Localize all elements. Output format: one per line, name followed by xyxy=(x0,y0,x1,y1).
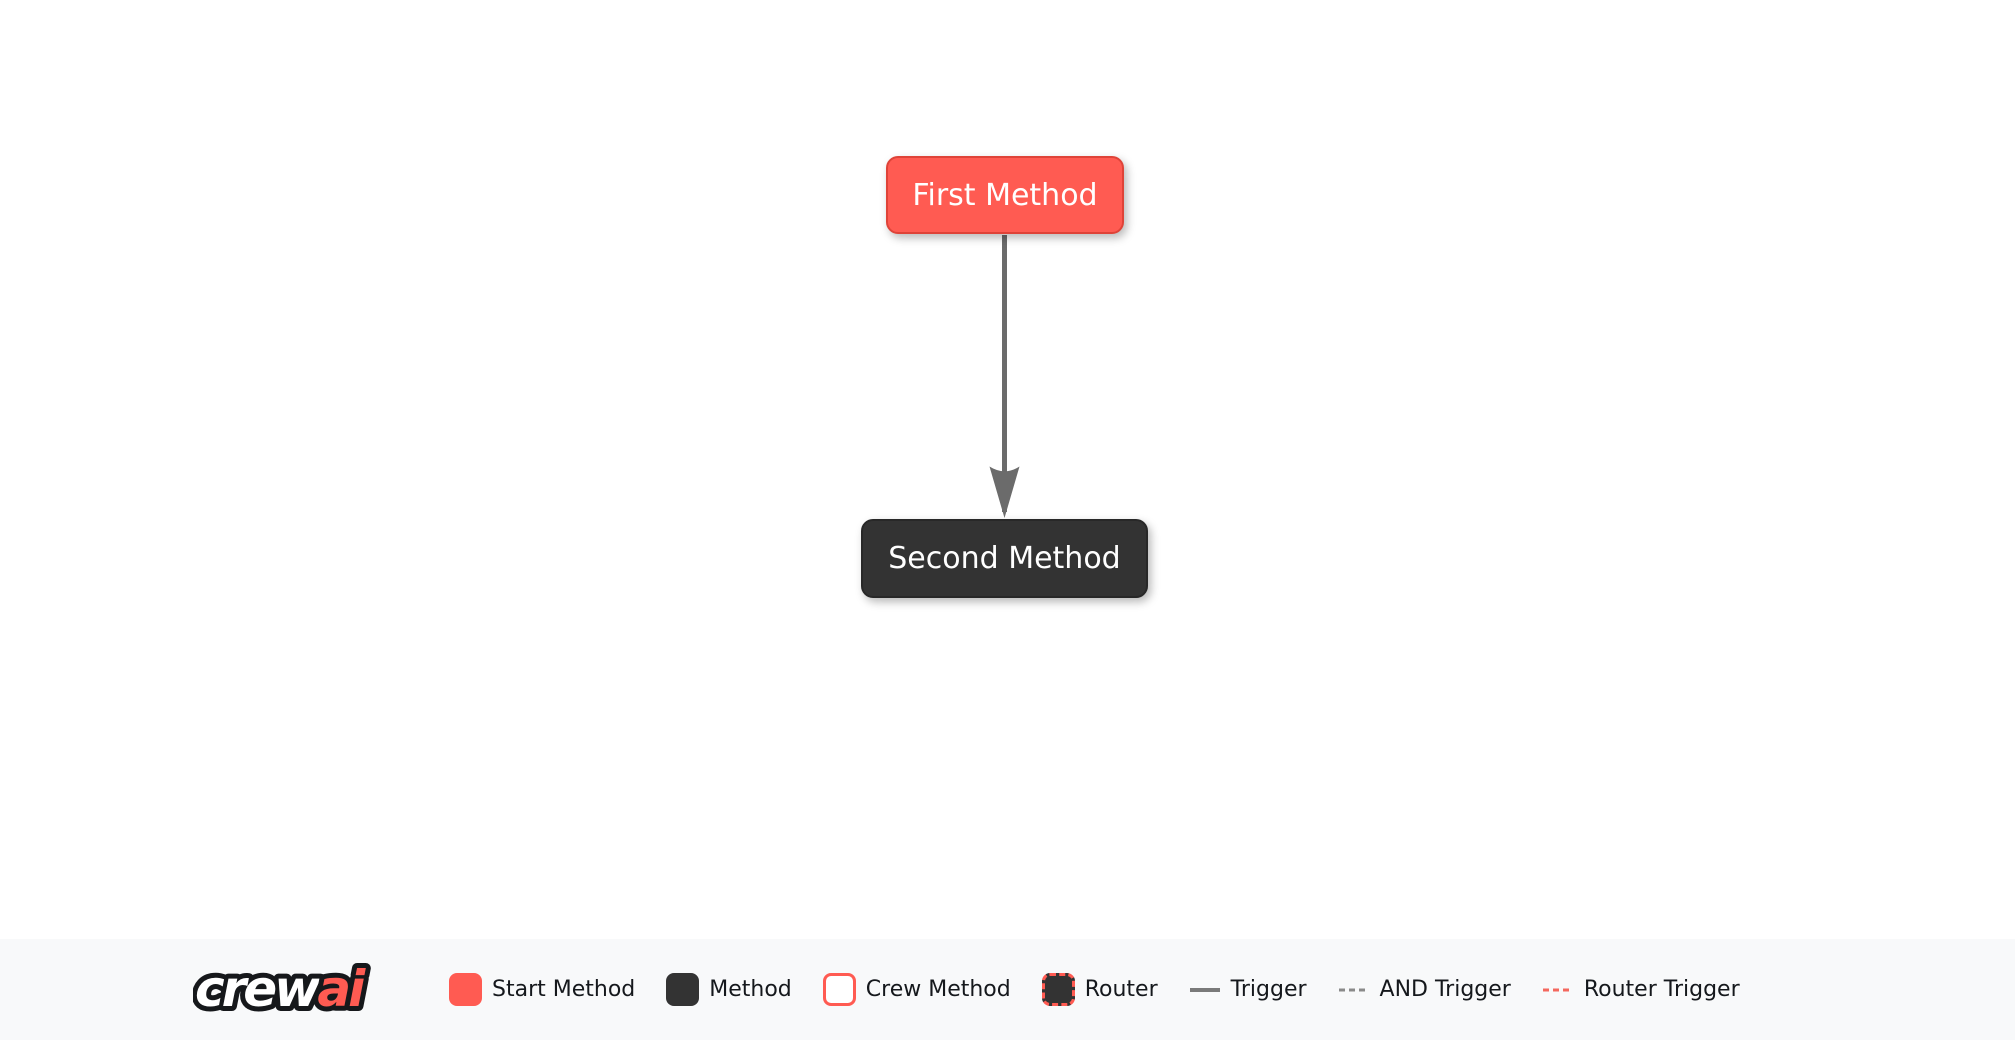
method-swatch-icon xyxy=(666,973,700,1006)
legend-item-start-method: Start Method xyxy=(449,973,635,1006)
legend-bar: crewai Start Method Method Crew Method R… xyxy=(0,939,2015,1040)
legend-label: Trigger xyxy=(1230,977,1307,1002)
node-first-method-label: First Method xyxy=(912,177,1098,213)
trigger-line-icon xyxy=(1189,987,1220,992)
legend-item-and-trigger: AND Trigger xyxy=(1338,977,1511,1002)
crewai-logo-crew: crew xyxy=(195,960,321,1018)
start-method-swatch-icon xyxy=(449,973,482,1006)
flow-canvas[interactable]: First Method Second Method xyxy=(0,0,2015,939)
legend-label: Start Method xyxy=(492,977,636,1002)
trigger-edge xyxy=(989,235,1020,518)
node-first-method[interactable]: First Method xyxy=(886,156,1124,234)
legend-label: Router Trigger xyxy=(1583,977,1740,1002)
legend-item-method: Method xyxy=(666,973,792,1006)
legend-item-router: Router xyxy=(1041,973,1158,1006)
trigger-edge-arrowhead-icon xyxy=(989,466,1020,518)
crewai-logo-ai: ai xyxy=(317,960,366,1018)
legend-item-router-trigger: Router Trigger xyxy=(1542,977,1740,1002)
legend-item-trigger: Trigger xyxy=(1189,977,1307,1002)
legend-label: AND Trigger xyxy=(1379,977,1511,1002)
edge-layer xyxy=(989,235,1020,518)
and-trigger-line-icon xyxy=(1338,988,1369,991)
node-second-method-label: Second Method xyxy=(888,541,1121,576)
legend-item-crew-method: Crew Method xyxy=(822,973,1011,1006)
router-swatch-icon xyxy=(1041,973,1075,1006)
crew-method-swatch-icon xyxy=(822,973,856,1006)
legend-label: Crew Method xyxy=(865,977,1011,1002)
node-second-method[interactable]: Second Method xyxy=(861,519,1148,598)
legend-label: Method xyxy=(709,977,792,1002)
router-trigger-line-icon xyxy=(1542,988,1573,991)
legend-label: Router xyxy=(1084,977,1158,1002)
crewai-logo-text: crewai xyxy=(195,960,366,1018)
crewai-logo: crewai xyxy=(190,951,409,1029)
